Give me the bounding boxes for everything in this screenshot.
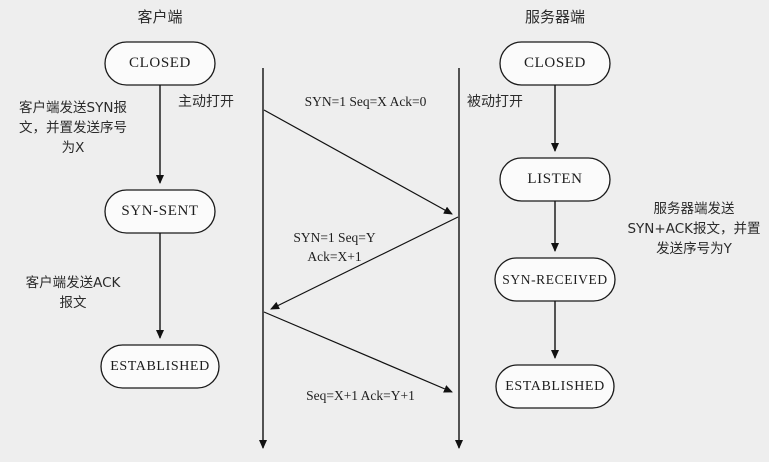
client-syn-sent-box — [104, 189, 216, 234]
ack-message-arrow — [263, 311, 453, 393]
ack-message-label: Seq=X+1 Ack=Y+1 — [306, 388, 415, 403]
syn-message-arrow — [263, 109, 453, 215]
client-closed-box — [104, 41, 216, 86]
client-column-title: 客户端 — [137, 8, 183, 26]
passive-open-label: 被动打开 — [467, 94, 523, 110]
server-established-box — [495, 364, 615, 409]
server-syn-received-box — [494, 257, 616, 302]
active-open-label: 主动打开 — [178, 94, 234, 110]
server-listen-box — [499, 157, 611, 202]
server-column-title: 服务器端 — [524, 8, 585, 26]
syn-ack-message-arrow — [270, 216, 459, 310]
server-closed-box — [499, 41, 611, 86]
syn-message-label: SYN=1 Seq=X Ack=0 — [304, 94, 427, 109]
client-established-box — [100, 344, 220, 389]
client-syn-note: 客户端发送SYN报文，并置发送序号为X — [19, 100, 127, 156]
